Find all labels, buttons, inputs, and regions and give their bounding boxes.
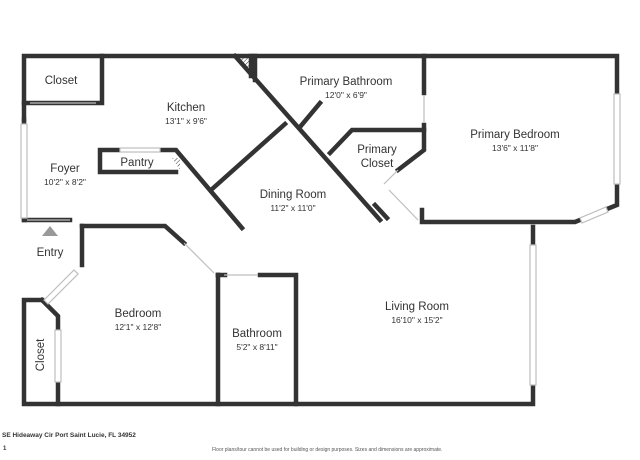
label-primary-bedroom: Primary Bedroom	[470, 129, 559, 141]
dim-living-room: 16'10" x 15'2"	[391, 315, 442, 325]
label-living-room: Living Room	[385, 301, 449, 313]
label-foyer: Foyer	[50, 163, 80, 175]
label-primary-closet-line2: Closet	[361, 158, 394, 170]
door-openings	[27, 95, 425, 276]
label-closet-top: Closet	[45, 75, 78, 87]
exterior-walls	[21, 53, 620, 407]
dim-bathroom: 5'2" x 8'11"	[236, 342, 277, 352]
label-kitchen: Kitchen	[167, 102, 205, 114]
hatched-chase-pantry	[172, 158, 180, 170]
dim-foyer: 10'2" x 8'2"	[44, 177, 86, 187]
address-text: SE Hideaway Cir Port Saint Lucie, FL 349…	[2, 432, 136, 439]
label-dining-room: Dining Room	[260, 189, 326, 201]
dim-dining-room: 11'2" x 11'0"	[270, 203, 315, 213]
label-bathroom: Bathroom	[232, 328, 282, 340]
interior-walls	[21, 52, 427, 407]
page-number: 1	[3, 446, 7, 452]
dim-bedroom: 12'1" x 12'8"	[115, 322, 162, 332]
disclaimer-text: Floor plans/tour cannot be used for buil…	[212, 447, 443, 453]
dim-primary-bedroom: 13'6" x 11'8"	[492, 143, 538, 153]
dim-kitchen: 13'1" x 9'6"	[165, 116, 207, 126]
label-primary-bathroom: Primary Bathroom	[300, 76, 393, 88]
label-entry: Entry	[37, 247, 64, 259]
label-pantry: Pantry	[120, 157, 153, 169]
entry-arrow-icon	[42, 226, 58, 236]
label-bedroom: Bedroom	[115, 308, 162, 320]
label-primary-closet-line1: Primary	[357, 144, 397, 156]
windows	[20, 93, 621, 386]
dim-primary-bathroom: 12'0" x 6'9"	[325, 90, 367, 100]
label-closet-left: Closet	[35, 338, 47, 371]
